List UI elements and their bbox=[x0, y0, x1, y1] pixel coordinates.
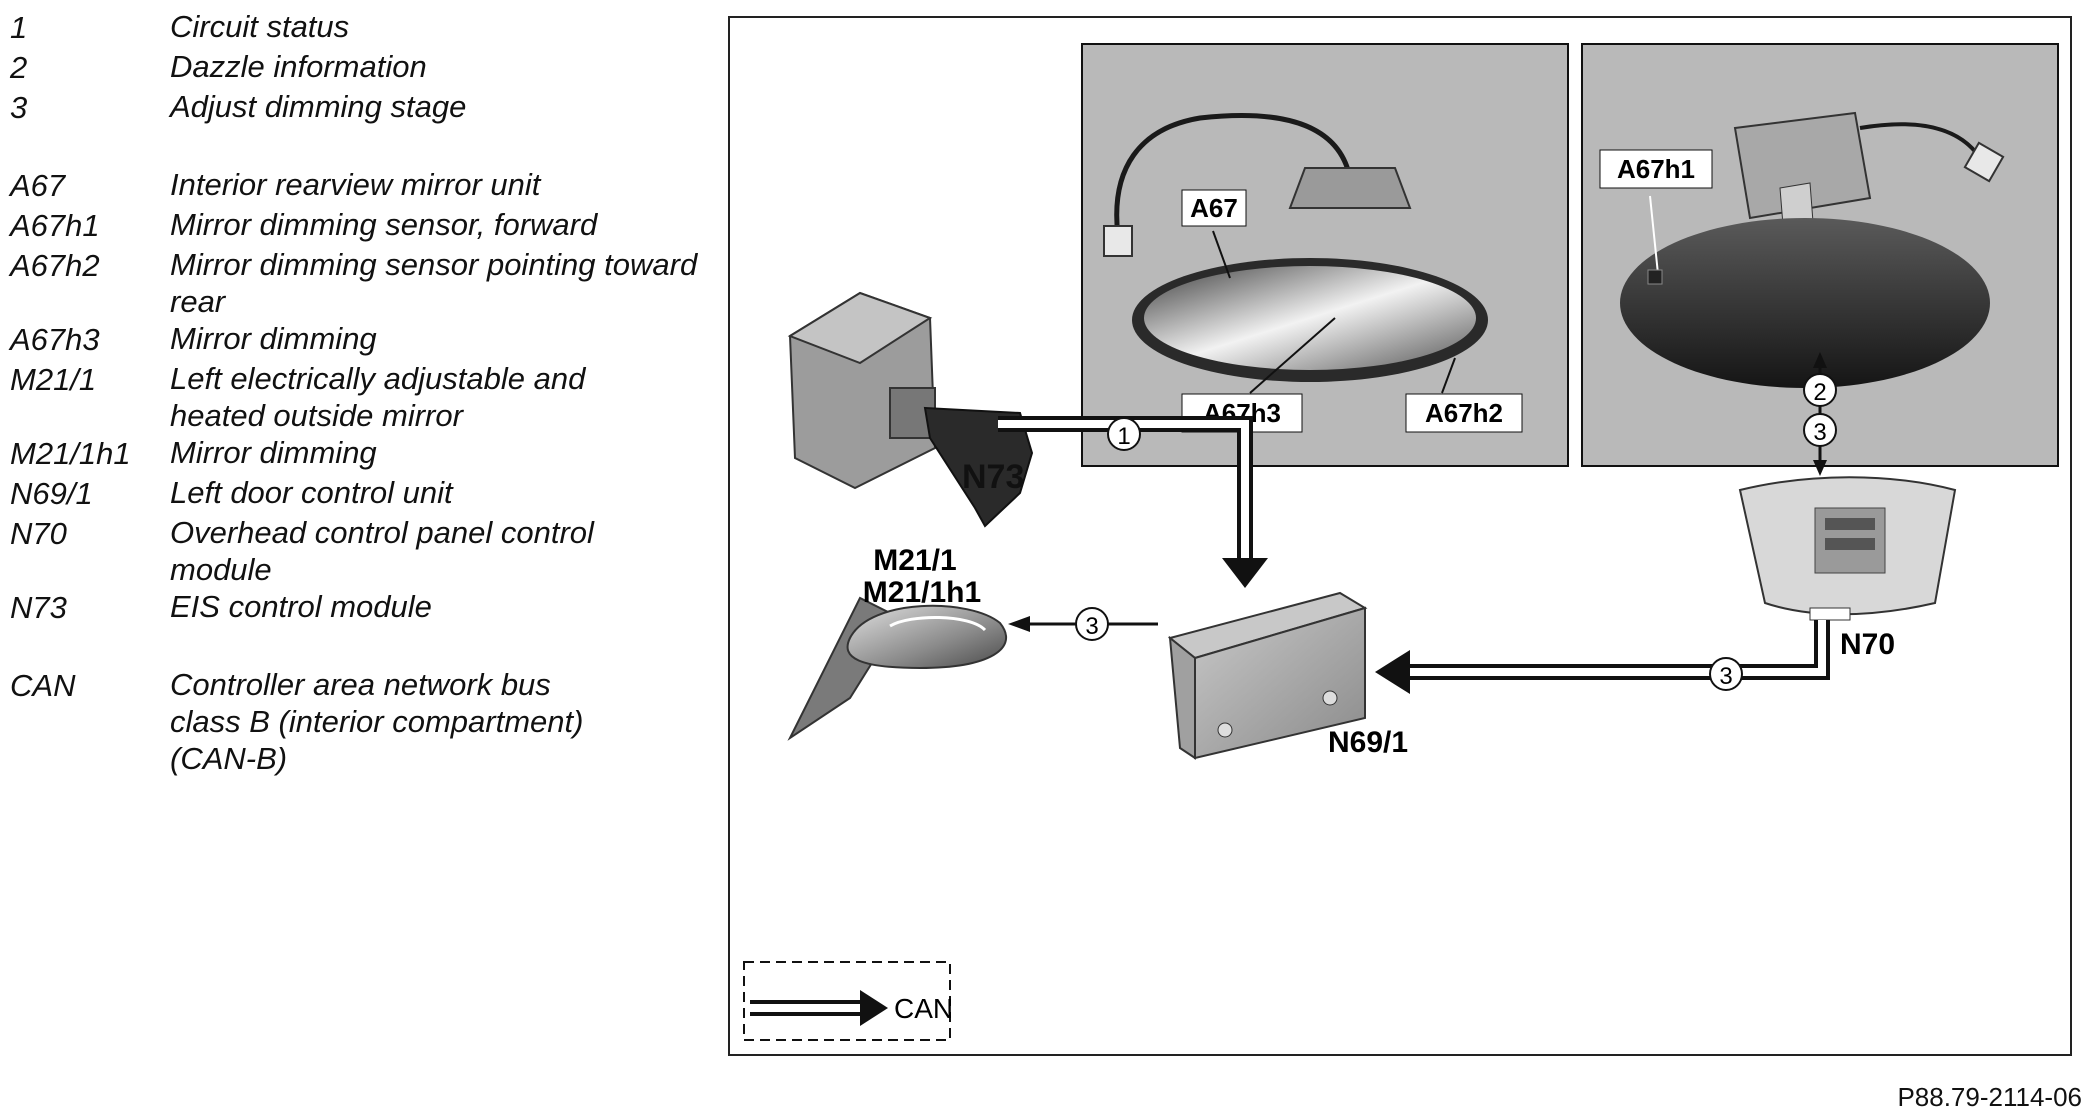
signal-line-a67: 2 3 bbox=[1803, 352, 1837, 476]
legend-row: 2 Dazzle information bbox=[10, 48, 710, 88]
legend-key: N69/1 bbox=[10, 476, 93, 511]
can-key: CAN bbox=[743, 961, 953, 1041]
can-line-3: 3 bbox=[1375, 620, 1830, 694]
legend-desc: Left electrically adjustable and heated … bbox=[170, 361, 586, 433]
legend-row: CAN Controller area network bus class B (… bbox=[10, 666, 710, 777]
forward-sensor bbox=[1647, 269, 1663, 285]
wiring-diagram: A67 A67h3 A67h2 A67h1 N73 bbox=[743, 43, 2059, 1041]
label-a67: A67 bbox=[1190, 193, 1238, 223]
sensor-mount bbox=[1733, 111, 1872, 220]
legend-row: 3 Adjust dimming stage bbox=[10, 88, 710, 128]
legend-desc: Interior rearview mirror unit bbox=[170, 167, 541, 202]
cable bbox=[1114, 113, 1353, 237]
legend-key: N70 bbox=[10, 516, 67, 551]
legend-key: CAN bbox=[10, 668, 76, 703]
n73-eis-module: N73 bbox=[787, 291, 1034, 528]
a67h1-panel: A67h1 bbox=[1581, 43, 2059, 467]
legend-key: M21/1h1 bbox=[10, 436, 131, 471]
legend-row: N69/1 Left door control unit bbox=[10, 474, 710, 514]
label-n73: N73 bbox=[962, 458, 1024, 496]
diagram-frame: A67 A67h3 A67h2 A67h1 N73 bbox=[728, 16, 2072, 1056]
legend-row: A67 Interior rearview mirror unit bbox=[10, 166, 710, 206]
legend-key: 3 bbox=[10, 90, 28, 125]
signal-1: 1 bbox=[1117, 423, 1130, 450]
legend-key: A67h1 bbox=[10, 208, 100, 243]
figure-code: P88.79-2114-06 bbox=[1897, 1082, 2082, 1112]
legend-desc: Mirror dimming sensor pointing toward re… bbox=[170, 247, 698, 319]
legend-desc: Mirror dimming bbox=[170, 321, 377, 356]
legend-desc: Controller area network bus class B (int… bbox=[170, 667, 584, 776]
legend-desc: Mirror dimming sensor, forward bbox=[170, 207, 598, 242]
legend-desc: Mirror dimming bbox=[170, 435, 377, 470]
legend-row: N73 EIS control module bbox=[10, 588, 710, 628]
label-n69-1: N69/1 bbox=[1328, 726, 1408, 759]
label-n70: N70 bbox=[1840, 628, 1895, 661]
can-line-1: 1 bbox=[998, 416, 1268, 588]
legend-key: M21/1 bbox=[10, 362, 97, 397]
legend-key: 2 bbox=[10, 50, 28, 85]
legend-key: A67h2 bbox=[10, 248, 100, 283]
legend-row: A67h3 Mirror dimming bbox=[10, 320, 710, 360]
connector bbox=[1103, 225, 1133, 257]
legend-desc: Adjust dimming stage bbox=[170, 89, 467, 124]
legend-desc: EIS control module bbox=[170, 589, 432, 624]
signal-3-top: 3 bbox=[1813, 419, 1826, 446]
legend-key: A67 bbox=[10, 168, 66, 203]
mirror-glass bbox=[1144, 266, 1476, 370]
legend-desc: Overhead control panel control module bbox=[170, 515, 594, 587]
label-m21-1: M21/1 bbox=[873, 544, 956, 577]
n69-1-door-control-unit: N69/1 bbox=[1167, 591, 1408, 760]
legend: 1 Circuit status 2 Dazzle information 3 Adj… bbox=[10, 8, 710, 777]
mirror-mount bbox=[1288, 167, 1412, 209]
m21-1-outside-mirror: M21/1 M21/1h1 bbox=[787, 544, 1007, 741]
cable bbox=[1859, 122, 1982, 160]
legend-desc: Dazzle information bbox=[170, 49, 427, 84]
label-a67h1: A67h1 bbox=[1617, 154, 1695, 184]
legend-row: N70 Overhead control panel control module bbox=[10, 514, 710, 588]
legend-desc: Circuit status bbox=[170, 9, 350, 44]
legend-key: N73 bbox=[10, 590, 67, 625]
signal-3-right: 3 bbox=[1719, 663, 1732, 690]
label-m21-1h1: M21/1h1 bbox=[863, 576, 981, 609]
signal-3-left: 3 bbox=[1085, 613, 1098, 640]
legend-row: 1 Circuit status bbox=[10, 8, 710, 48]
legend-row: M21/1h1 Mirror dimming bbox=[10, 434, 710, 474]
signal-legend: 1 Circuit status 2 Dazzle information 3 Adj… bbox=[10, 8, 710, 128]
signal-line-mirror: 3 bbox=[1008, 607, 1158, 641]
n70-overhead-module: N70 bbox=[1738, 476, 1957, 661]
can-key-label: CAN bbox=[894, 993, 953, 1024]
a67-panel: A67 A67h3 A67h2 bbox=[1081, 43, 1569, 467]
legend-key: 1 bbox=[10, 10, 28, 45]
connector bbox=[1963, 141, 2005, 183]
legend-key: A67h3 bbox=[10, 322, 100, 357]
signal-2: 2 bbox=[1813, 379, 1826, 406]
legend-row: A67h2 Mirror dimming sensor pointing towa… bbox=[10, 246, 710, 320]
legend-row: A67h1 Mirror dimming sensor, forward bbox=[10, 206, 710, 246]
legend-row: M21/1 Left electrically adjustable and he… bbox=[10, 360, 710, 434]
label-a67h2: A67h2 bbox=[1425, 398, 1503, 428]
legend-desc: Left door control unit bbox=[170, 475, 453, 510]
sensor-housing bbox=[1620, 218, 1990, 388]
